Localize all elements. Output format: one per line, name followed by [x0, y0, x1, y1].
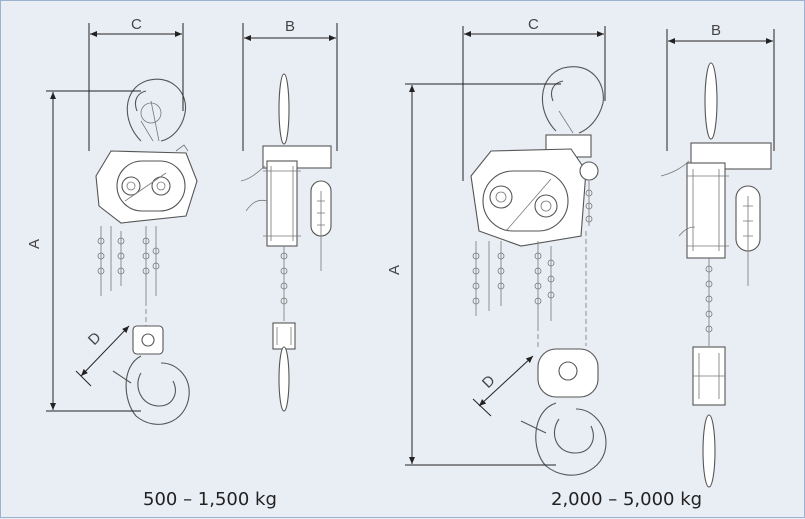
- dimension-b-label-large: B: [711, 22, 721, 39]
- large-hoist-front-view: [470, 66, 607, 476]
- caption-large-capacity: 2,000 – 5,000 kg: [551, 489, 703, 510]
- small-hoist-front-view: [95, 78, 198, 425]
- small-hoist-dimensions: C A D: [26, 16, 184, 412]
- dimension-a-label: A: [26, 239, 43, 249]
- small-hoist-side-view: B: [240, 18, 338, 412]
- caption-small-capacity: 500 – 1,500 kg: [143, 489, 277, 510]
- dimension-d-label-large: D: [479, 372, 499, 392]
- dimension-c-label: C: [131, 16, 142, 33]
- large-hoist-dimensions: C A D: [386, 16, 606, 466]
- large-hoist-side-view: B: [660, 22, 775, 488]
- dimension-b-label: B: [285, 18, 295, 35]
- dimension-d-label: D: [85, 329, 105, 349]
- dimension-a-label-large: A: [386, 265, 403, 275]
- dimension-c-label-large: C: [528, 16, 539, 33]
